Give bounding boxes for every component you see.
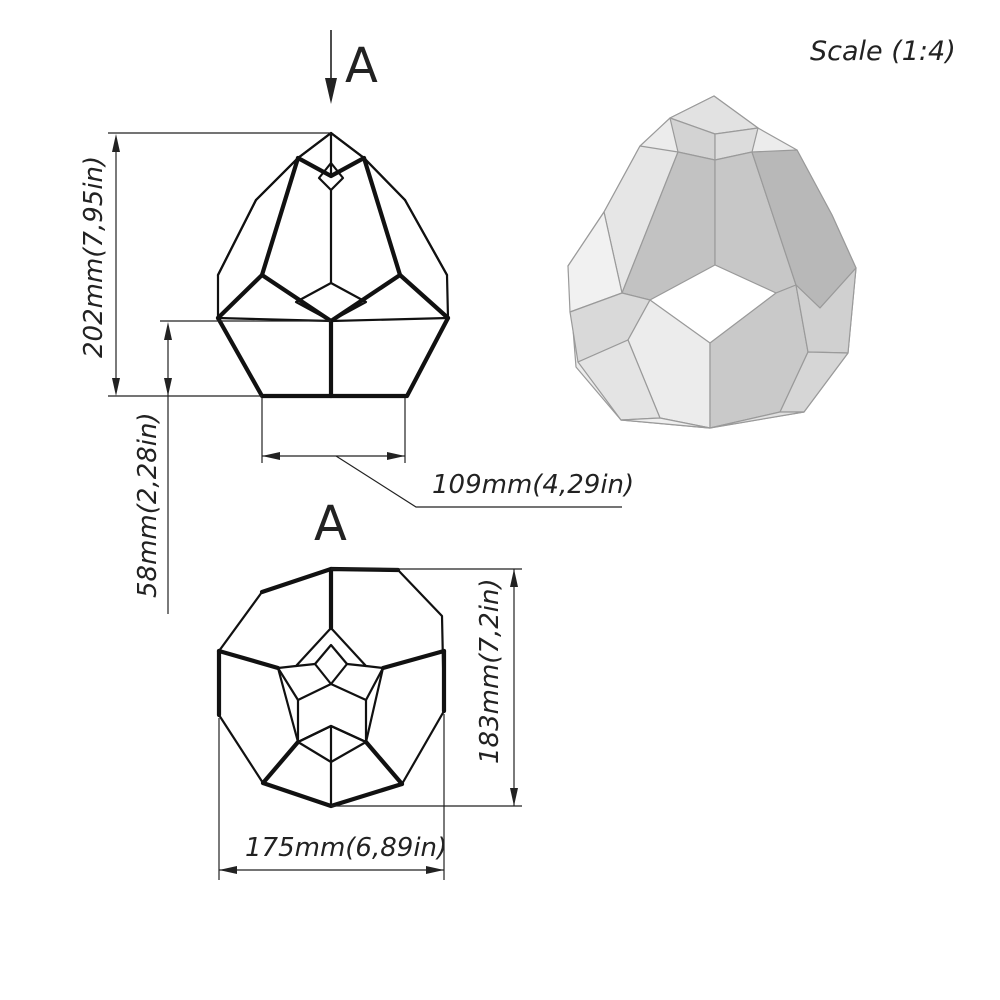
dim-top-width bbox=[218, 714, 445, 880]
dim-top-width-label: 175mm(6,89in) bbox=[245, 833, 447, 863]
dim-base-width-label: 109mm(4,29in) bbox=[432, 470, 634, 500]
view-arrow bbox=[325, 30, 337, 104]
glass-terrarium-render bbox=[567, 95, 857, 429]
dim-height-total-label: 202mm(7,95in) bbox=[79, 156, 109, 358]
scale-label: Scale (1:4) bbox=[810, 36, 956, 67]
dim-top-depth-label: 183mm(7,2in) bbox=[475, 578, 505, 764]
dim-height-lower-label: 58mm(2,28in) bbox=[133, 412, 163, 598]
section-label: A bbox=[314, 496, 347, 552]
dim-height-total bbox=[108, 132, 331, 397]
dim-top-depth bbox=[331, 568, 522, 807]
top-view bbox=[216, 566, 447, 809]
dim-height-lower bbox=[160, 320, 331, 614]
front-view bbox=[215, 131, 451, 399]
view-marker-label: A bbox=[345, 38, 378, 94]
dim-base-width bbox=[261, 398, 622, 508]
